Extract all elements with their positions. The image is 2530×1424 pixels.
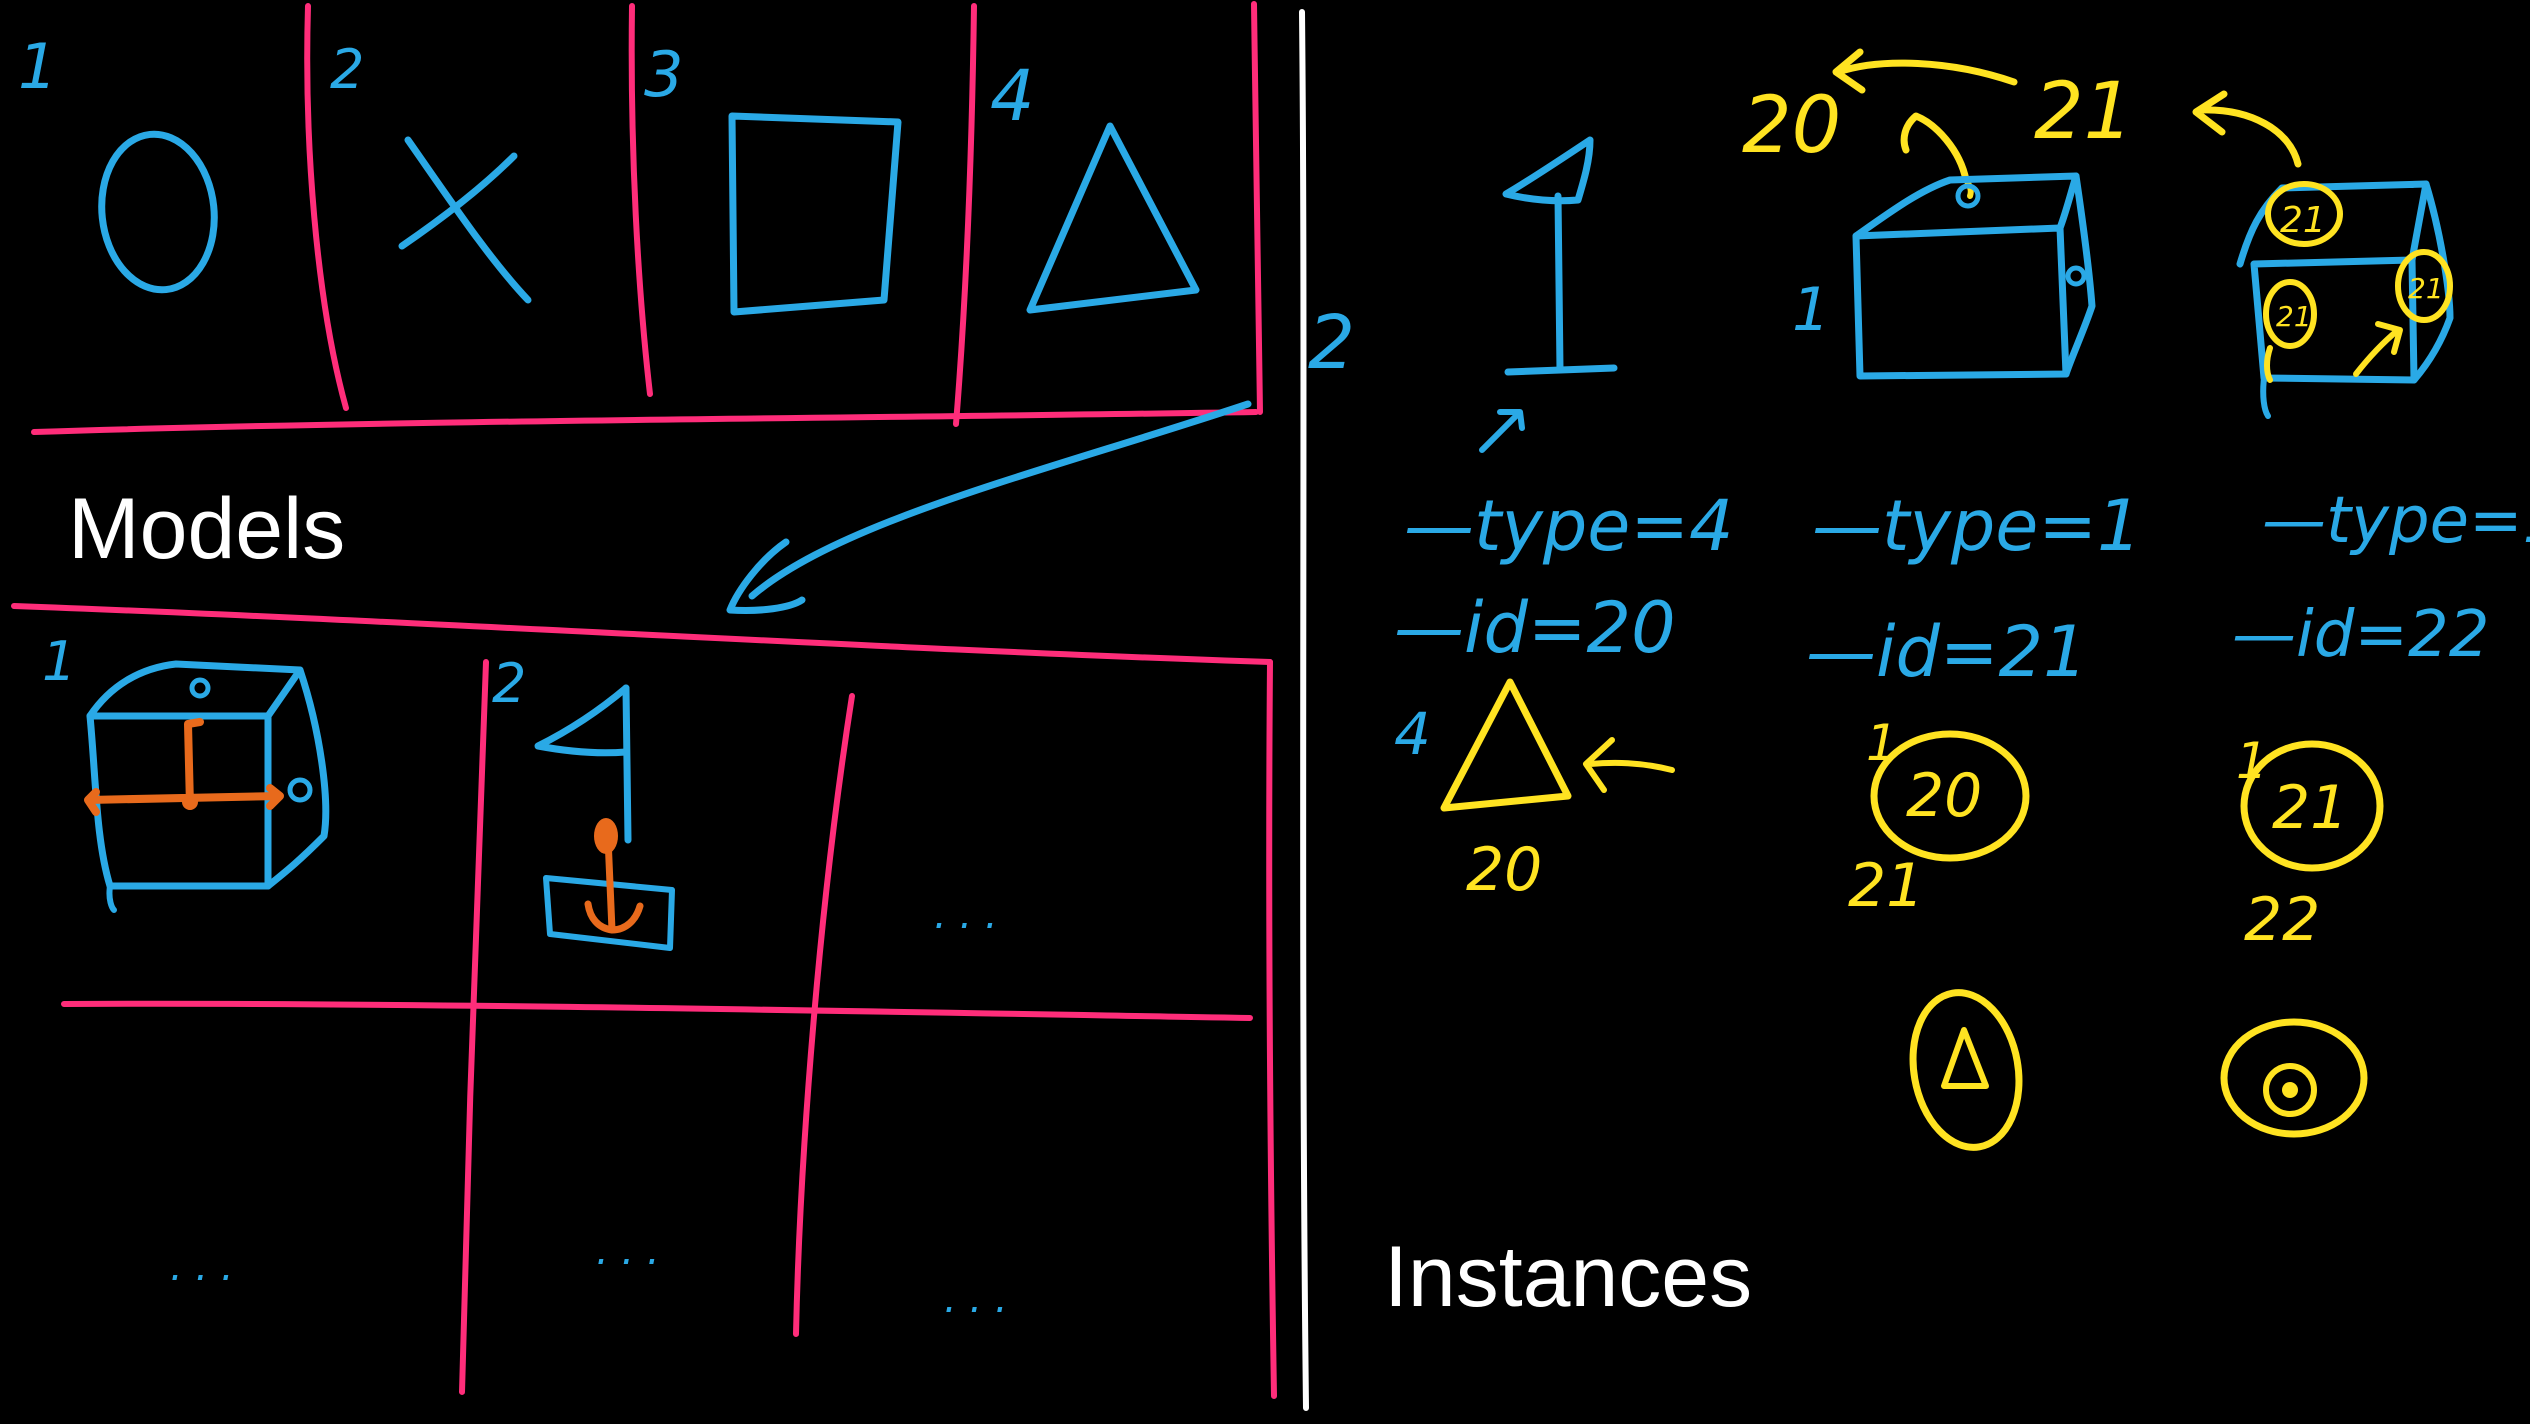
- instance-col-2-extra-triangle-icon: [1909, 989, 2023, 1151]
- instance-col-3-child-circle: [2240, 740, 2384, 872]
- instance-col-3-extra-circle-icon: [2220, 1018, 2368, 1138]
- anchor-icon: [584, 834, 644, 934]
- model-cell-1-number: 1: [18, 30, 57, 103]
- models-top-row: 1 2 3 4: [18, 1, 1263, 435]
- instance-col-3-child-caption: 22: [2244, 885, 2320, 955]
- grid-cell-6-dots: . . .: [944, 1276, 1008, 1322]
- instance-col-2-object-number: 1: [1792, 275, 1830, 345]
- triangle-icon: [1440, 678, 1572, 812]
- instances-top-label-left: 20: [1742, 81, 1841, 171]
- instances-top-label-right: 21: [2034, 67, 2133, 157]
- grid-cell-1-number: 1: [42, 630, 76, 693]
- arrow-icon: [1832, 48, 2018, 94]
- top-row-divider-2: [628, 3, 653, 397]
- grid-cell-2-number: 2: [492, 652, 526, 715]
- instance-col-1-child-caption: 20: [1466, 835, 1542, 905]
- instance-col-1-child-number: 4: [1394, 700, 1431, 768]
- instance-col-2-id: —id=21: [1806, 611, 2088, 693]
- instances-row-number: 2: [1308, 300, 1355, 386]
- triangle-icon: [1026, 122, 1200, 314]
- instance-cube-icon: [1852, 172, 2096, 380]
- instance-col-2-type: —type=1: [1812, 485, 2142, 567]
- vertical-divider: [1299, 9, 1309, 1411]
- grid-middle-border: [61, 1000, 1253, 1021]
- arrow-icon: [2192, 90, 2302, 168]
- svg-text:21: 21: [2276, 300, 2312, 333]
- instance-col-3-id: —id=22: [2232, 598, 2489, 672]
- instance-col-2-child-caption: 21: [1848, 851, 1924, 921]
- instance-col-3-type: —type=1: [2262, 484, 2530, 558]
- svg-text:20: 20: [1906, 761, 1982, 831]
- svg-text:21: 21: [2408, 272, 2444, 305]
- arrow-icon: [1583, 737, 1675, 793]
- instance-col-1-type: —type=4: [1404, 485, 1734, 567]
- grid-cell-5-dots: . . .: [596, 1228, 660, 1274]
- svg-text:21: 21: [2272, 773, 2348, 843]
- grid-cell-3-dots: . . .: [934, 892, 998, 938]
- top-row-divider-3: [953, 3, 977, 427]
- models-title: Models: [68, 481, 345, 577]
- instance-flag-icon: [1479, 136, 1618, 453]
- arrow-icon: [1900, 112, 1970, 184]
- grid-top-border: [11, 603, 1273, 665]
- instance-col-2-child-circle: [1870, 730, 2030, 862]
- instance-cube-labeled-icon: 21 21 21: [2236, 180, 2454, 419]
- model-cell-2-number: 2: [330, 38, 364, 101]
- flag-icon: [534, 684, 675, 951]
- model-cell-3-number: 3: [644, 38, 683, 111]
- top-row-divider-1: [304, 3, 349, 411]
- grid-divider-2: [793, 693, 855, 1337]
- svg-text:21: 21: [2280, 200, 2326, 241]
- square-icon: [728, 112, 902, 316]
- instances-title: Instances: [1384, 1229, 1752, 1325]
- grid-right-border: [1266, 659, 1277, 1399]
- models-bottom-grid: 1 2 . . . . . . . . . . . .: [11, 603, 1277, 1399]
- top-row-bottom-border: [31, 409, 1259, 435]
- x-icon: [398, 136, 532, 304]
- instances-panel: 2 20 21 1: [1308, 48, 2530, 1325]
- grid-divider-1: [459, 659, 489, 1395]
- circle-icon: [98, 130, 218, 294]
- model-cell-4-number: 4: [990, 55, 1035, 137]
- top-row-right-border: [1251, 1, 1263, 415]
- models-arrow: [726, 400, 1252, 614]
- instance-col-1-id: —id=20: [1394, 587, 1676, 669]
- cube-icon: [84, 660, 330, 913]
- grid-cell-4-dots: . . .: [170, 1244, 234, 1290]
